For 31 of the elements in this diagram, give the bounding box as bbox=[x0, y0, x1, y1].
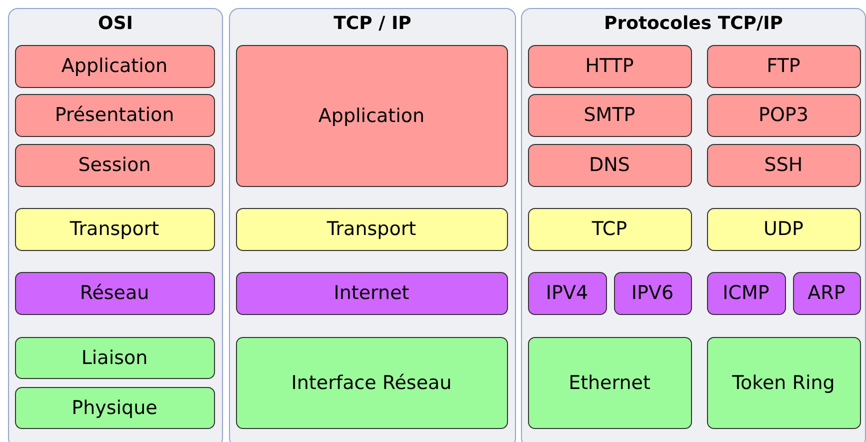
column-heading: TCP / IP bbox=[332, 13, 412, 34]
protocol-layer: Application bbox=[14, 44, 214, 88]
protocol-layer: DNS bbox=[528, 144, 692, 186]
protocol-layer: UDP bbox=[706, 208, 860, 250]
protocol-layer: Ethernet bbox=[528, 336, 692, 428]
protocol-layer: HTTP bbox=[528, 44, 692, 88]
protocol-layer: Réseau bbox=[14, 272, 214, 314]
protocol-layer: IPV4 bbox=[528, 272, 606, 314]
protocol-layer: Internet bbox=[236, 272, 508, 314]
protocol-layer: Transport bbox=[14, 208, 214, 250]
column-panel bbox=[229, 8, 516, 442]
protocol-layer: Présentation bbox=[14, 94, 214, 136]
protocol-layer: ARP bbox=[792, 272, 860, 314]
protocol-layer: Liaison bbox=[14, 336, 214, 378]
protocol-layer: Physique bbox=[14, 386, 214, 428]
column-panel bbox=[8, 8, 223, 442]
protocol-layer: POP3 bbox=[706, 94, 860, 136]
protocol-layer: SMTP bbox=[528, 94, 692, 136]
column-panel bbox=[521, 8, 866, 442]
protocol-layer: TCP bbox=[528, 208, 692, 250]
column-heading: Protocoles TCP/IP bbox=[603, 13, 784, 34]
protocol-layer: Interface Réseau bbox=[236, 336, 508, 428]
protocol-layer: Application bbox=[236, 44, 508, 186]
protocol-layer: Token Ring bbox=[706, 336, 860, 428]
protocol-layer: ICMP bbox=[706, 272, 786, 314]
column-heading: OSI bbox=[97, 13, 134, 34]
protocol-layer: FTP bbox=[706, 44, 860, 88]
protocol-layer: Session bbox=[14, 144, 214, 186]
protocol-layer: IPV6 bbox=[614, 272, 692, 314]
protocol-layer: SSH bbox=[706, 144, 860, 186]
protocol-layer: Transport bbox=[236, 208, 508, 250]
